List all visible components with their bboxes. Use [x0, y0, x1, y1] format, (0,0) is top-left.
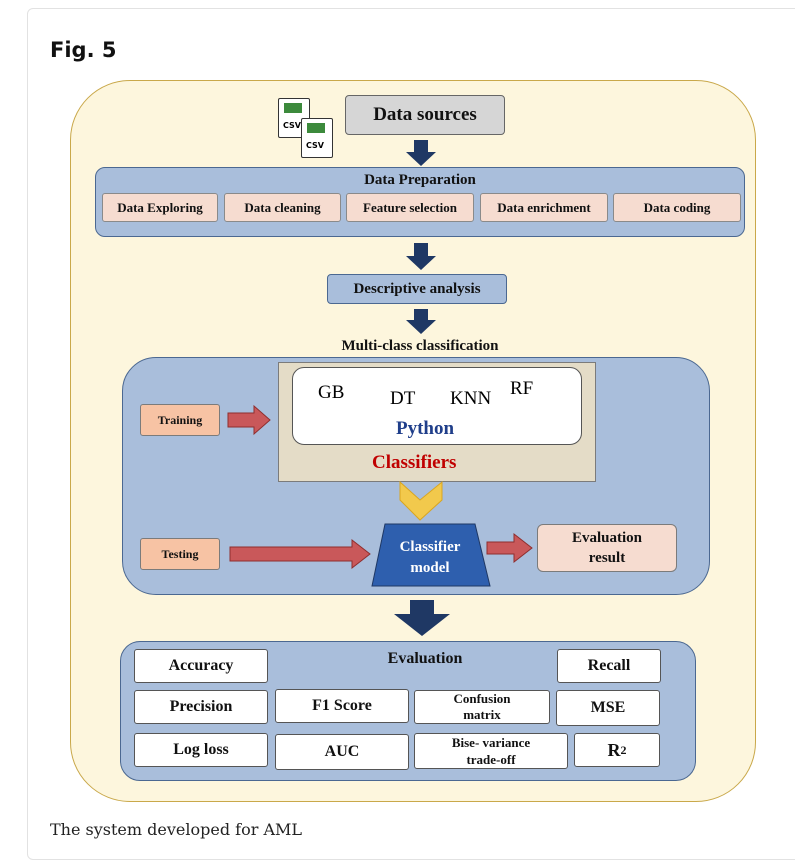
step-data-coding: Data coding [613, 193, 741, 222]
arrow-right-icon [229, 538, 371, 570]
bias-line-2: trade-off [466, 752, 516, 767]
algorithm-rf: RF [510, 378, 534, 399]
metric-log-loss: Log loss [134, 733, 268, 767]
confusion-line-2: matrix [463, 707, 501, 722]
multiclass-title: Multi-class classification [341, 337, 499, 354]
confusion-line-1: Confusion [453, 691, 511, 706]
r2-base: R [607, 739, 621, 760]
metric-f1-score: F1 Score [275, 689, 409, 723]
metric-confusion-matrix: Confusion matrix [414, 690, 550, 724]
arrow-down-icon [406, 243, 436, 270]
descriptive-analysis-box: Descriptive analysis [327, 274, 507, 304]
csv-label: CSV [306, 141, 324, 150]
model-label-line-2: model [410, 560, 450, 576]
metric-bias-variance: Bise- variance trade-off [414, 733, 568, 769]
r2-sup: 2 [620, 742, 627, 757]
testing-box: Testing [140, 538, 220, 570]
evaluation-title: Evaluation [387, 650, 463, 667]
spreadsheet-icon [307, 123, 325, 133]
step-data-exploring: Data Exploring [102, 193, 218, 222]
arrow-right-icon [227, 404, 271, 436]
data-preparation-title: Data Preparation [364, 171, 476, 188]
spreadsheet-icon [284, 103, 302, 113]
arrow-down-icon [406, 309, 436, 334]
figure-label: Fig. 5 [50, 38, 117, 62]
arrow-down-icon [394, 600, 450, 636]
bias-line-1: Bise- variance [451, 735, 531, 750]
algorithm-gb: GB [318, 382, 345, 403]
metric-accuracy: Accuracy [134, 649, 268, 683]
data-sources-box: Data sources [345, 95, 505, 135]
metric-mse: MSE [556, 690, 660, 726]
step-data-cleaning: Data cleaning [224, 193, 341, 222]
evaluation-result-line-1: Evaluation [571, 530, 643, 546]
algorithm-knn: KNN [450, 388, 492, 409]
classifier-model-shape [371, 523, 491, 587]
step-data-enrichment: Data enrichment [480, 193, 608, 222]
csv-label: CSV [283, 121, 301, 130]
figure-caption: The system developed for AML [50, 820, 303, 839]
python-label: Python [396, 418, 455, 439]
training-box: Training [140, 404, 220, 436]
classifier-model-label: Classifier model [378, 537, 482, 579]
metric-auc: AUC [275, 734, 409, 770]
step-feature-selection: Feature selection [346, 193, 474, 222]
algorithm-dt: DT [390, 388, 416, 409]
arrow-down-icon [406, 140, 436, 166]
evaluation-result-box: Evaluation result [537, 524, 677, 572]
algorithms-box [292, 367, 582, 445]
classifiers-label: Classifiers [372, 452, 457, 473]
chevron-down-icon [399, 480, 443, 521]
csv-file-icon: CSV [301, 118, 333, 158]
metric-recall: Recall [557, 649, 661, 683]
model-label-line-1: Classifier [399, 539, 461, 555]
arrow-right-icon [486, 532, 533, 564]
metric-precision: Precision [134, 690, 268, 724]
evaluation-result-line-2: result [588, 550, 626, 566]
